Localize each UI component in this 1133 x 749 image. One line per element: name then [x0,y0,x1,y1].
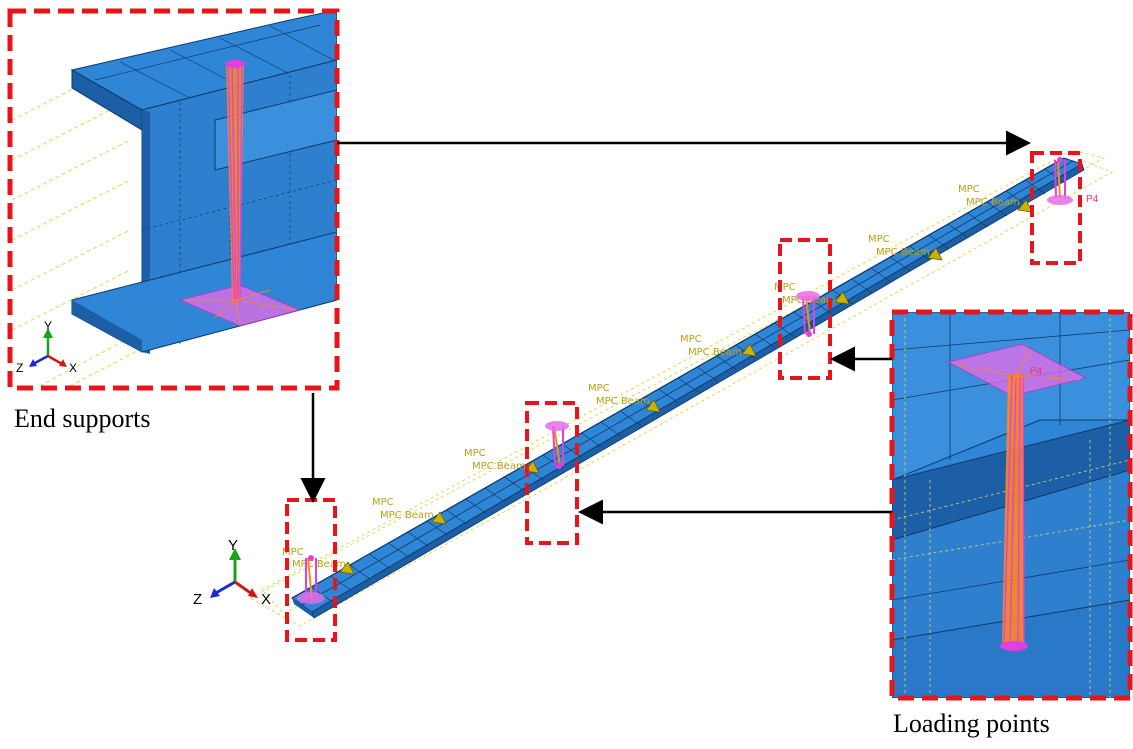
beam-mesh-line [561,443,583,459]
axis-z-label: Z [193,591,202,608]
caption-loading-points: Loading points [893,709,1050,738]
beam-mesh-line [465,498,486,514]
coupling-load-1 [545,421,569,469]
beam-couplings [297,157,1073,604]
highlight-right-end [1030,151,1082,265]
beam-mesh-line [677,377,699,393]
beam-mesh-line [947,223,969,239]
beam-mesh-line [426,520,448,536]
axis-x-label: X [69,361,77,375]
beam-mesh-line [812,300,834,316]
axis-triad-main: Y Z X [193,537,271,608]
beam-mesh-line [1005,190,1027,206]
mpc-label: MPC [680,334,702,345]
beam-mesh-line [504,476,525,492]
inset-loading-point: P4 [889,309,1133,701]
mpc-beam-label: MPC Beam [596,396,650,407]
beam-mesh-line [697,366,718,382]
highlight-load-2 [778,238,832,380]
beam-mesh-line [1025,179,1046,195]
beam-mesh-line [851,278,872,294]
mpc-beam-label: MPC Beam [472,461,526,472]
beam-mesh-line [619,410,641,426]
beam-mesh-line [967,212,988,228]
point-label: P4 [1030,366,1043,377]
caption-end-supports: End supports [14,404,151,433]
mpc-label: MPC [588,383,610,394]
beam-mesh-line [986,201,1008,217]
beam-mesh-line [754,333,776,349]
mpc-labels: MPC MPC Beam MPC MPC Beam MPC MPC Beam M… [282,184,1099,570]
beam-mesh-line [446,509,467,525]
beam-mesh-line [870,267,892,283]
highlight-left-end [285,498,337,642]
mpc-label: MPC [868,234,890,245]
load-markers [339,199,1033,575]
beam-mesh-line [368,553,390,569]
mpc-label: MPC [958,184,980,195]
callout-arrows [300,130,1031,525]
mpc-beam-label: MPC Beam [876,247,930,258]
mpc-beam-label: MPC Beam [380,510,434,521]
mpc-label: MPC [464,448,486,459]
beam-mesh-line [909,245,930,261]
axis-triad-inset: Y Z X [16,319,77,375]
coupling-load-2 [796,291,820,337]
beam-mesh-line [349,564,371,580]
beam-mesh-line [774,322,795,338]
axis-z-label: Z [16,361,23,375]
beam-mesh-line [890,256,911,272]
beam-mesh-line [388,542,409,558]
mpc-label: MPC [372,497,394,508]
highlight-load-1 [525,401,579,545]
beam-mesh-line [716,355,737,371]
mpc-label: MPC [282,547,304,558]
coupling-left-end [297,555,325,604]
beam-mesh-line [581,432,602,448]
beam-mesh-line [484,487,506,503]
point-label: P4 [1086,194,1099,205]
axis-y-label: Y [228,537,238,554]
mpc-label: MPC [774,282,796,293]
beam-mesh-line [600,421,622,437]
axis-y-label: Y [44,319,52,333]
beam-mesh-line [658,388,679,404]
mpc-beam-label: MPC Beam [688,347,742,358]
beam-mesh-line [407,531,429,547]
mpc-beam-label: MPC Beam [966,197,1020,208]
coupling-right-end [1047,157,1073,205]
inset-end-support: Y Z X [7,8,340,391]
beam-mesh-line [928,234,950,250]
mpc-beam-label: MPC Beam [292,559,346,570]
axis-x-label: X [261,591,271,608]
